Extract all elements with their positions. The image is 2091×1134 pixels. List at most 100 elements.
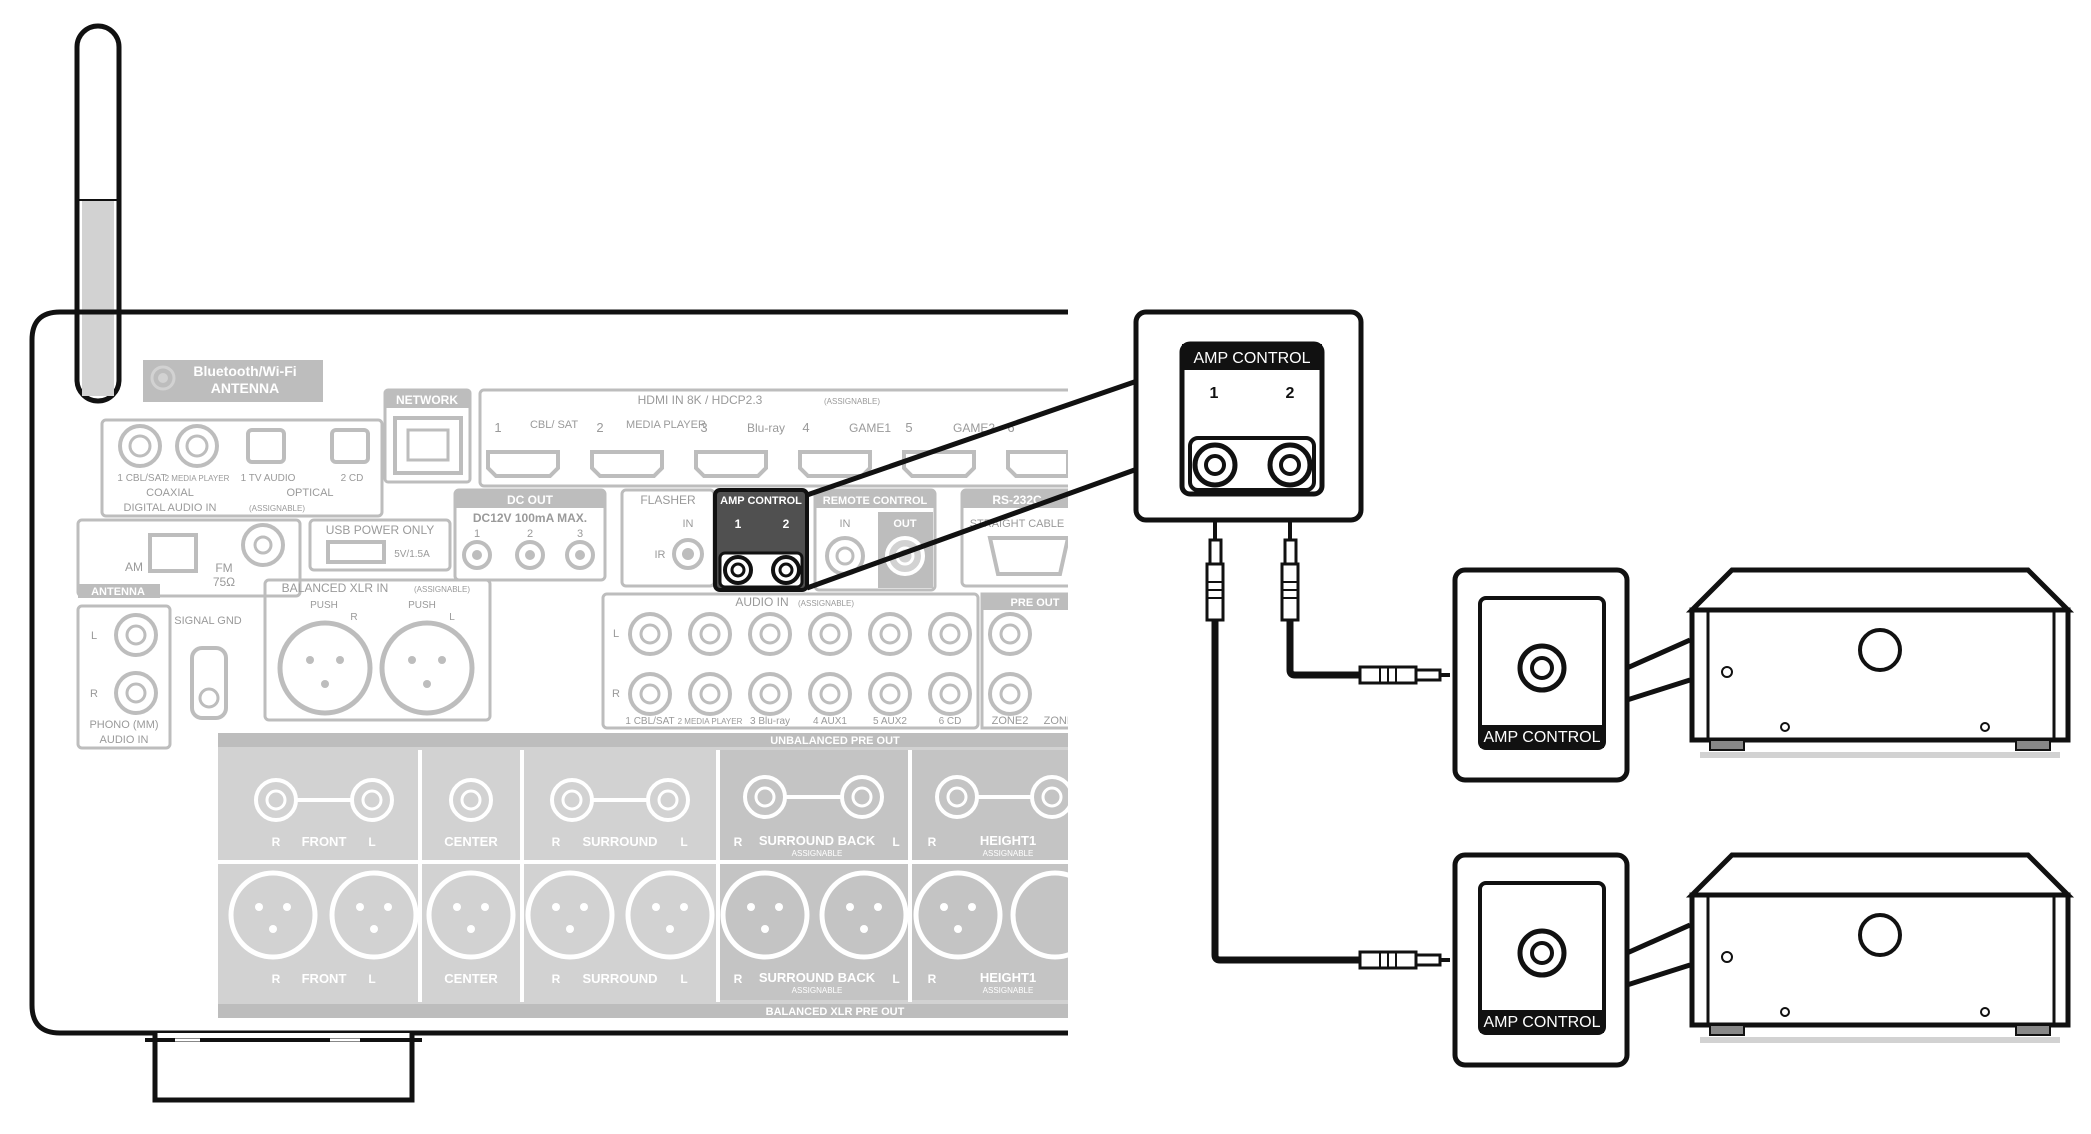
unbal-front-label: FRONT — [302, 834, 347, 849]
dc-out-port-3-label: 3 — [577, 528, 583, 540]
amp1-volume-knob[interactable] — [1858, 628, 1902, 672]
audio-in-6: 6 CD — [939, 716, 962, 727]
unbal-surround-r: R — [552, 835, 561, 849]
unbal-front-l: L — [368, 835, 375, 849]
xlr-in-jack-right[interactable] — [277, 620, 373, 716]
unbalanced-pre-out-labels: R FRONT L CENTER R SURROUND L R SURROUND… — [272, 833, 1037, 858]
external-amplifier-2: AMP CONTROL — [1452, 852, 2075, 1068]
unbal-center-jack[interactable] — [449, 778, 493, 822]
xlr-sb-r-jack[interactable] — [720, 870, 810, 960]
unbal-h1-r: R — [928, 835, 937, 849]
amp-control-terminal: AMP CONTROL 1 2 — [713, 488, 809, 592]
amp2-terminal-label: AMP CONTROL — [1483, 1014, 1600, 1031]
signal-gnd-terminal[interactable] — [190, 646, 228, 720]
external-amplifier-1: AMP CONTROL — [1452, 567, 2075, 783]
hdmi-num-3: 3 — [700, 420, 707, 435]
hdmi-name-5: GAME1 — [849, 421, 891, 435]
phono-jack-right[interactable] — [114, 671, 158, 715]
unbal-sb-r: R — [734, 835, 743, 849]
audio-in-assignable: (ASSIGNABLE) — [798, 599, 854, 608]
digital-port-1: 1 CBL/SAT — [117, 473, 166, 484]
coaxial-label: COAXIAL — [146, 487, 194, 499]
hdmi-port-2[interactable] — [590, 450, 664, 478]
hdmi-num-6: 6 — [1007, 420, 1014, 435]
phono-jack-left[interactable] — [114, 613, 158, 657]
xlr-surround-label: SURROUND — [582, 971, 657, 986]
xlr-surround-l: L — [680, 972, 687, 986]
remote-in-label: IN — [840, 518, 851, 530]
unbal-surround-label: SURROUND — [582, 834, 657, 849]
optical-jack-2[interactable] — [330, 428, 370, 464]
dc-out-jack-1[interactable] — [462, 540, 492, 570]
flasher-jack[interactable] — [672, 538, 704, 570]
amp2-control-jack[interactable] — [1517, 928, 1567, 978]
remote-out-label: OUT — [893, 518, 917, 530]
usb-rating: 5V/1.5A — [394, 549, 430, 560]
xlr-center-jack[interactable] — [426, 870, 516, 960]
xlr-push-right: PUSH — [310, 600, 338, 611]
amp2-volume-knob[interactable] — [1858, 913, 1902, 957]
dc-out-section: DC OUT DC12V 100mA MAX. 1 2 3 — [453, 488, 607, 582]
ethernet-port[interactable] — [393, 416, 463, 475]
hdmi-port-5[interactable] — [902, 450, 976, 478]
coaxial-jack-2[interactable] — [175, 424, 219, 468]
phono-left: L — [91, 630, 97, 642]
amp-control-jack-1[interactable] — [723, 555, 753, 585]
xlr-sb-r: R — [734, 972, 743, 986]
optical-jack-1[interactable] — [246, 428, 286, 464]
xlr-surround-r-jack[interactable] — [525, 870, 615, 960]
phono-title: PHONO (MM) — [89, 719, 158, 731]
xlr-h1-assignable: ASSIGNABLE — [983, 986, 1034, 995]
usb-port[interactable] — [326, 540, 386, 564]
flasher-title: FLASHER — [640, 493, 696, 507]
audio-in-right: R — [612, 688, 620, 700]
coaxial-jack-1[interactable] — [118, 424, 162, 468]
hdmi-port-6[interactable] — [1006, 450, 1070, 478]
digital-port-2: 2 MEDIA PLAYER — [165, 474, 230, 483]
amp1-control-jack[interactable] — [1517, 643, 1567, 693]
hdmi-port-4[interactable] — [798, 450, 872, 478]
hdmi-in-assignable: (ASSIGNABLE) — [824, 397, 880, 406]
phono-right: R — [90, 688, 98, 700]
fm-terminal[interactable] — [241, 523, 285, 567]
dc-out-jack-2[interactable] — [515, 540, 545, 570]
callout-pointer — [806, 377, 1141, 591]
hdmi-port-3[interactable] — [694, 450, 768, 478]
audio-in-3: 3 Blu-ray — [750, 716, 790, 727]
antenna-label-line1: Bluetooth/Wi-Fi — [193, 363, 296, 379]
dc-out-jack-3[interactable] — [565, 540, 595, 570]
callout-jack-1[interactable] — [1192, 442, 1238, 488]
amp-control-port-1-label: 1 — [735, 517, 742, 531]
unbal-height1-label: HEIGHT1 — [980, 833, 1036, 848]
callout-jack-2[interactable] — [1267, 442, 1313, 488]
remote-control-title: REMOTE CONTROL — [823, 495, 928, 507]
hdmi-port-1[interactable] — [486, 450, 560, 478]
balanced-pre-out-title: BALANCED XLR PRE OUT — [766, 1006, 905, 1018]
amp-control-jack-2[interactable] — [771, 555, 801, 585]
xlr-in-jack-left[interactable] — [379, 620, 475, 716]
xlr-front-r: R — [272, 972, 281, 986]
rs232c-port[interactable] — [987, 536, 1071, 576]
hdmi-name-4: Blu-ray — [747, 421, 785, 435]
dc-out-port-2-label: 2 — [527, 528, 533, 540]
hdmi-num-5: 5 — [905, 420, 912, 435]
xlr-sb-assignable: ASSIGNABLE — [792, 986, 843, 995]
xlr-height1-r-jack[interactable] — [913, 870, 1003, 960]
zone2-label: ZONE2 — [992, 715, 1029, 727]
audio-in-left: L — [613, 628, 619, 640]
unbalanced-pre-out-title: UNBALANCED PRE OUT — [770, 735, 900, 747]
xlr-front-l-jack[interactable] — [329, 870, 419, 960]
antenna-label: Bluetooth/Wi-Fi ANTENNA — [143, 360, 323, 402]
digital-audio-in-assignable: (ASSIGNABLE) — [249, 504, 305, 513]
xlr-surround-l-jack[interactable] — [625, 870, 715, 960]
callout-title: AMP CONTROL — [1193, 350, 1310, 367]
xlr-front-r-jack[interactable] — [228, 870, 318, 960]
am-terminal[interactable] — [148, 533, 198, 573]
xlr-in-right: R — [350, 612, 357, 623]
hdmi-in-section: HDMI IN 8K / HDCP2.3 (ASSIGNABLE) 1 CBL/… — [478, 388, 1082, 488]
phono-subtitle: AUDIO IN — [100, 734, 149, 746]
digital-port-3: 1 TV AUDIO — [241, 473, 296, 484]
cable-plug-2 — [1280, 522, 1300, 622]
xlr-sb-l-jack[interactable] — [819, 870, 909, 960]
